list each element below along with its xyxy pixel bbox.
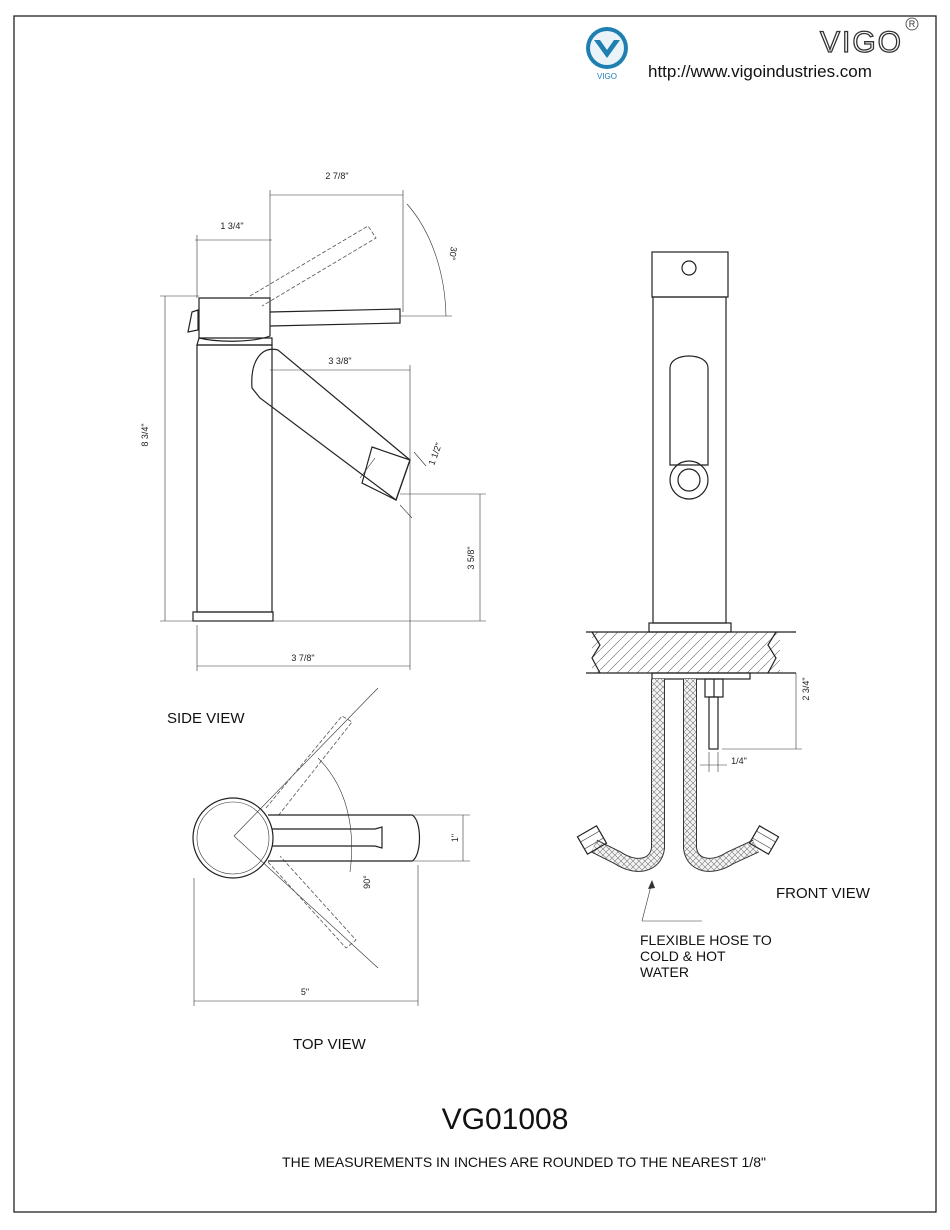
dim-top-handle-angle: 90° — [362, 875, 372, 889]
front-view-label: FRONT VIEW — [776, 885, 871, 902]
side-view-label: SIDE VIEW — [167, 710, 245, 727]
hose-note-line-2: COLD & HOT — [640, 948, 726, 964]
top-view-drawing: 1" 90° 5" — [193, 688, 470, 1006]
dim-shank-length: 2 3/4" — [801, 677, 811, 700]
dim-spout-height: 3 5/8" — [466, 546, 476, 569]
dim-total-length: 5" — [301, 987, 309, 997]
dim-handle-angle: 30° — [447, 246, 459, 262]
logo-caption: VIGO — [597, 72, 617, 81]
dim-spout-diameter: 1 1/2" — [427, 441, 444, 466]
header: VIGO VIGO R http://www.vigoindustries.co… — [586, 18, 918, 81]
dim-rod-diameter: 1/4" — [731, 756, 747, 766]
hose-note-line-3: WATER — [640, 964, 689, 980]
top-view-label: TOP VIEW — [293, 1036, 367, 1053]
measurement-note: THE MEASUREMENTS IN INCHES ARE ROUNDED T… — [282, 1154, 766, 1170]
dim-base-to-spout: 3 7/8" — [291, 653, 314, 663]
vigo-logo-icon — [586, 27, 628, 69]
side-view-drawing: 2 7/8" 1 3/4" 30° 8 3/4" 3 3/8" 1 1/2" 3… — [140, 171, 486, 671]
dim-handle-offset: 1 3/4" — [220, 221, 243, 231]
dim-handle-reach: 2 7/8" — [325, 171, 348, 181]
front-view-drawing: 2 3/4" 1/4" — [577, 252, 811, 921]
website-url: http://www.vigoindustries.com — [648, 62, 872, 81]
model-number: VG01008 — [442, 1103, 569, 1136]
registered-mark: R — [909, 19, 916, 29]
dim-spout-reach: 3 3/8" — [328, 356, 351, 366]
brand-wordmark: VIGO — [820, 26, 903, 59]
hose-note-line-1: FLEXIBLE HOSE TO — [640, 932, 772, 948]
page-border — [14, 16, 936, 1212]
dim-total-height: 8 3/4" — [140, 423, 150, 446]
dim-spout-width: 1" — [450, 834, 460, 842]
